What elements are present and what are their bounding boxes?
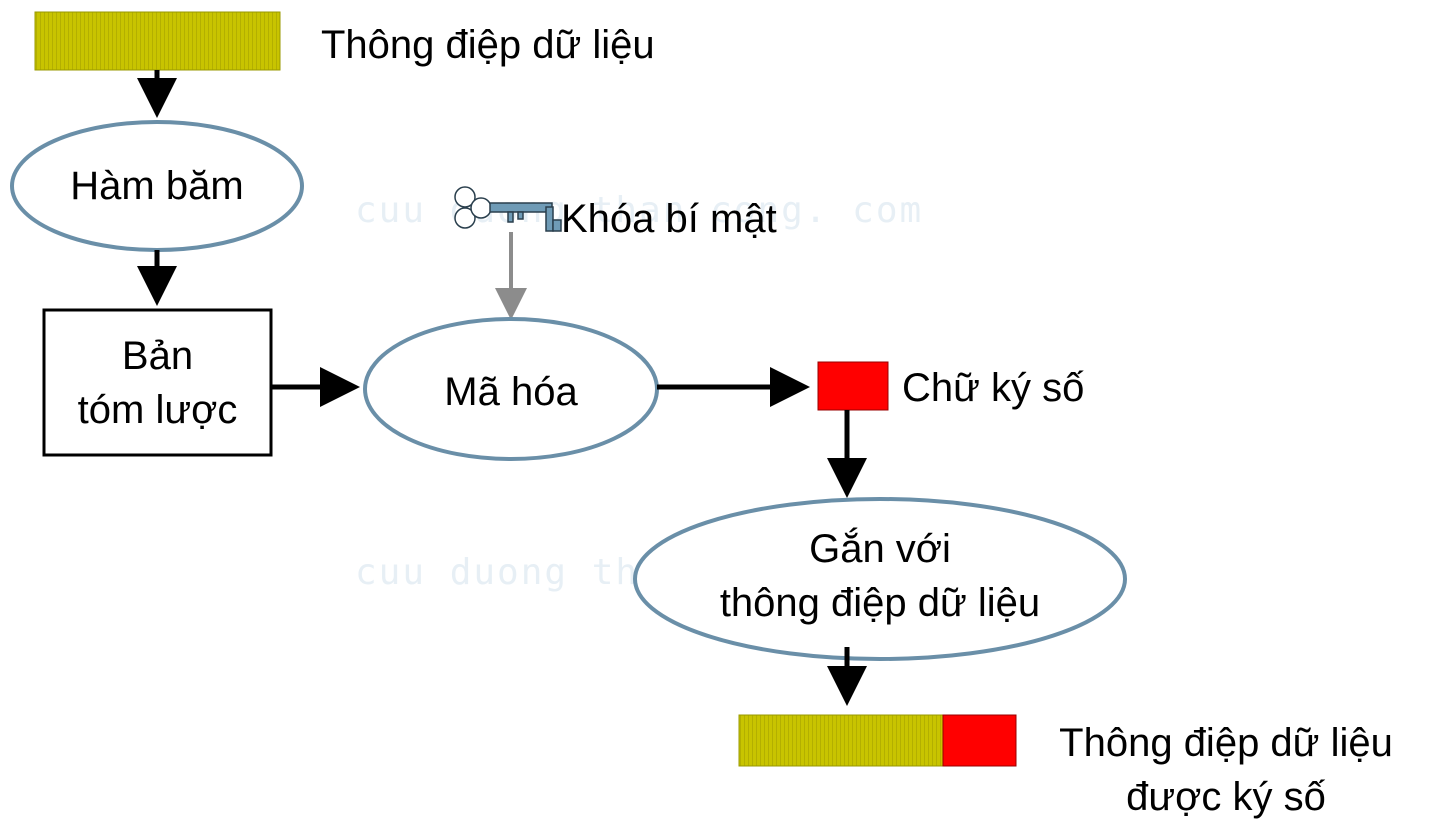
attach-label-line1: Gắn với [809, 527, 951, 571]
attach-ellipse [633, 497, 1127, 661]
message-label: Thông điệp dữ liệu [321, 23, 655, 67]
encrypt-label: Mã hóa [444, 370, 578, 414]
signed-message-label-line2: được ký số [1126, 775, 1326, 819]
key-icon [454, 186, 562, 232]
signed-message-data-block [738, 714, 944, 767]
digest-box [42, 308, 273, 457]
watermark-top: cuu duong than cong. com [355, 190, 924, 231]
digest-label-line2: tóm lược [77, 388, 238, 432]
signature-label: Chữ ký số [902, 366, 1085, 410]
attach-label-line2: thông điệp dữ liệu [719, 581, 1041, 625]
data-message-block [34, 11, 281, 71]
hash-function-label: Hàm băm [70, 164, 244, 208]
digest-label-line1: Bản [121, 334, 194, 378]
secret-key-label: Khóa bí mật [561, 197, 777, 241]
signed-message-signature-block [942, 714, 1017, 767]
signed-message-label-line1: Thông điệp dữ liệu [1059, 721, 1393, 765]
signature-block [817, 361, 889, 411]
